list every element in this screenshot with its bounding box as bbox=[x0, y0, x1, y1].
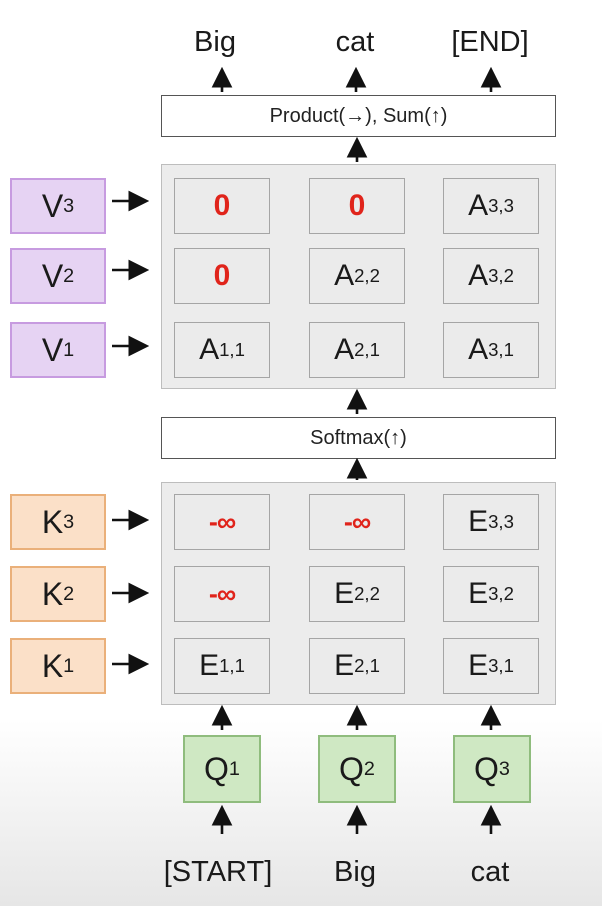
attention-cell-main: A bbox=[334, 333, 355, 366]
value-box-main: V bbox=[41, 331, 64, 368]
attention-cell: 0 bbox=[174, 178, 270, 234]
query-box-subscript: 2 bbox=[363, 757, 375, 780]
value-box-subscript: 3 bbox=[63, 194, 75, 217]
input-word-1: [START] bbox=[163, 856, 273, 888]
attention-cell-main: A bbox=[468, 259, 489, 292]
score-cell-subscript: 2,1 bbox=[354, 655, 380, 676]
product-sum-bar: Product(→), Sum(↑) bbox=[161, 95, 556, 137]
score-cell-main: E bbox=[199, 649, 220, 682]
query-box-main: Q bbox=[204, 750, 229, 787]
score-cell-subscript: 1,1 bbox=[219, 655, 245, 676]
attention-cell-subscript: 2,2 bbox=[354, 265, 380, 286]
attention-cell-main: 0 bbox=[213, 259, 231, 292]
score-cell-subscript: 3,2 bbox=[488, 583, 514, 604]
key-box-subscript: 2 bbox=[63, 582, 75, 605]
value-box-subscript: 2 bbox=[63, 264, 75, 287]
attention-cell-main: A bbox=[468, 333, 489, 366]
score-cell-main: E bbox=[468, 505, 489, 538]
key-box-main: K bbox=[41, 503, 64, 540]
attention-cell: 0 bbox=[174, 248, 270, 304]
score-cell: -∞ bbox=[174, 494, 270, 550]
query-box-subscript: 3 bbox=[498, 757, 510, 780]
score-cell-main: E bbox=[468, 577, 489, 610]
attention-cell-subscript: 3,2 bbox=[488, 265, 514, 286]
attention-cell-subscript: 2,1 bbox=[354, 339, 380, 360]
attention-cell-main: A bbox=[468, 189, 489, 222]
output-word-1: Big bbox=[194, 26, 236, 58]
value-box-main: V bbox=[41, 257, 64, 294]
score-cell: -∞ bbox=[309, 494, 405, 550]
query-box-main: Q bbox=[339, 750, 364, 787]
value-box-subscript: 1 bbox=[63, 338, 75, 361]
value-box-main: V bbox=[41, 187, 64, 224]
score-cell: -∞ bbox=[174, 566, 270, 622]
score-cell-main: E bbox=[468, 649, 489, 682]
attention-cell-subscript: 3,3 bbox=[488, 195, 514, 216]
attention-cell-main: A bbox=[334, 259, 355, 292]
attention-cell: 0 bbox=[309, 178, 405, 234]
score-cell-subscript: 3,3 bbox=[488, 511, 514, 532]
key-box-subscript: 3 bbox=[63, 510, 75, 533]
key-box-main: K bbox=[41, 647, 64, 684]
input-word-3: cat bbox=[470, 856, 510, 888]
key-box-subscript: 1 bbox=[63, 654, 75, 677]
score-cell-main: E bbox=[334, 577, 355, 610]
output-word-2: cat bbox=[335, 26, 375, 58]
attention-cell-main: 0 bbox=[348, 189, 366, 222]
output-word-3: [END] bbox=[451, 26, 529, 58]
key-box-main: K bbox=[41, 575, 64, 612]
score-cell-main: -∞ bbox=[208, 578, 236, 609]
attention-cell-main: A bbox=[199, 333, 220, 366]
score-cell-main: E bbox=[334, 649, 355, 682]
score-cell-subscript: 2,2 bbox=[354, 583, 380, 604]
score-cell-main: -∞ bbox=[343, 506, 371, 537]
attention-cell-main: 0 bbox=[213, 189, 231, 222]
input-word-2: Big bbox=[334, 856, 376, 888]
attention-cell-subscript: 3,1 bbox=[488, 339, 514, 360]
attention-cell-subscript: 1,1 bbox=[219, 339, 245, 360]
query-box-main: Q bbox=[474, 750, 499, 787]
score-cell-subscript: 3,1 bbox=[488, 655, 514, 676]
query-box-subscript: 1 bbox=[228, 757, 240, 780]
score-cell-main: -∞ bbox=[208, 506, 236, 537]
